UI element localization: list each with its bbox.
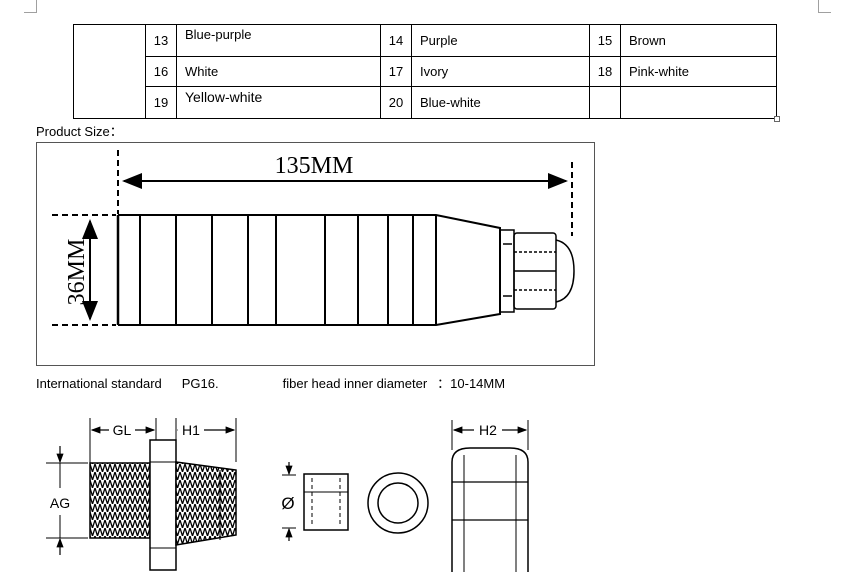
color-name: White	[176, 56, 381, 87]
cable-gland-body	[116, 214, 501, 326]
height-dimension-label: 36MM	[64, 239, 90, 306]
fiber-text: fiber head inner diameter	[282, 376, 428, 391]
color-number: 17	[380, 56, 412, 87]
color-name: Blue-white	[411, 86, 590, 119]
gl-label: GL	[113, 422, 132, 438]
length-dimension-label: 135MM	[275, 153, 354, 179]
diameter-symbol: Ø	[281, 494, 294, 513]
diameter-text: ：10-14MM	[437, 376, 506, 391]
color-number: 18	[589, 56, 621, 87]
seal-insert-part	[282, 462, 349, 541]
gland-body-part	[89, 439, 237, 571]
color-name	[620, 86, 777, 119]
ag-label: AG	[50, 495, 70, 511]
color-number: 20	[380, 86, 412, 119]
standard-text: International standard	[36, 376, 162, 391]
product-size-label: Product Size：	[36, 124, 123, 139]
table-row: 16 White 17 Ivory 18 Pink-white	[74, 56, 777, 87]
standard-line: International standard PG16. fiber head in…	[36, 373, 505, 392]
cap-nut-part	[451, 447, 529, 572]
ring-washer-part	[367, 472, 429, 534]
color-number: 19	[145, 86, 177, 119]
table-resize-handle[interactable]	[774, 116, 780, 122]
page-corner-mark-right	[818, 0, 831, 13]
cable-gland-nut	[499, 229, 575, 313]
page-corner-mark-left	[24, 0, 37, 13]
table-blank-cell	[73, 24, 146, 119]
pg-text: PG16.	[181, 376, 219, 391]
color-number: 16	[145, 56, 177, 87]
table-row: 19 Yellow-white 20 Blue-white	[74, 86, 777, 119]
color-table: 13 Blue-purple 14 Purple 15 Brown 16 Whi…	[73, 24, 777, 119]
color-name: Brown	[620, 24, 777, 57]
product-size-frame	[36, 142, 595, 366]
h2-label: H2	[479, 422, 497, 438]
h1-label: H1	[182, 422, 200, 438]
